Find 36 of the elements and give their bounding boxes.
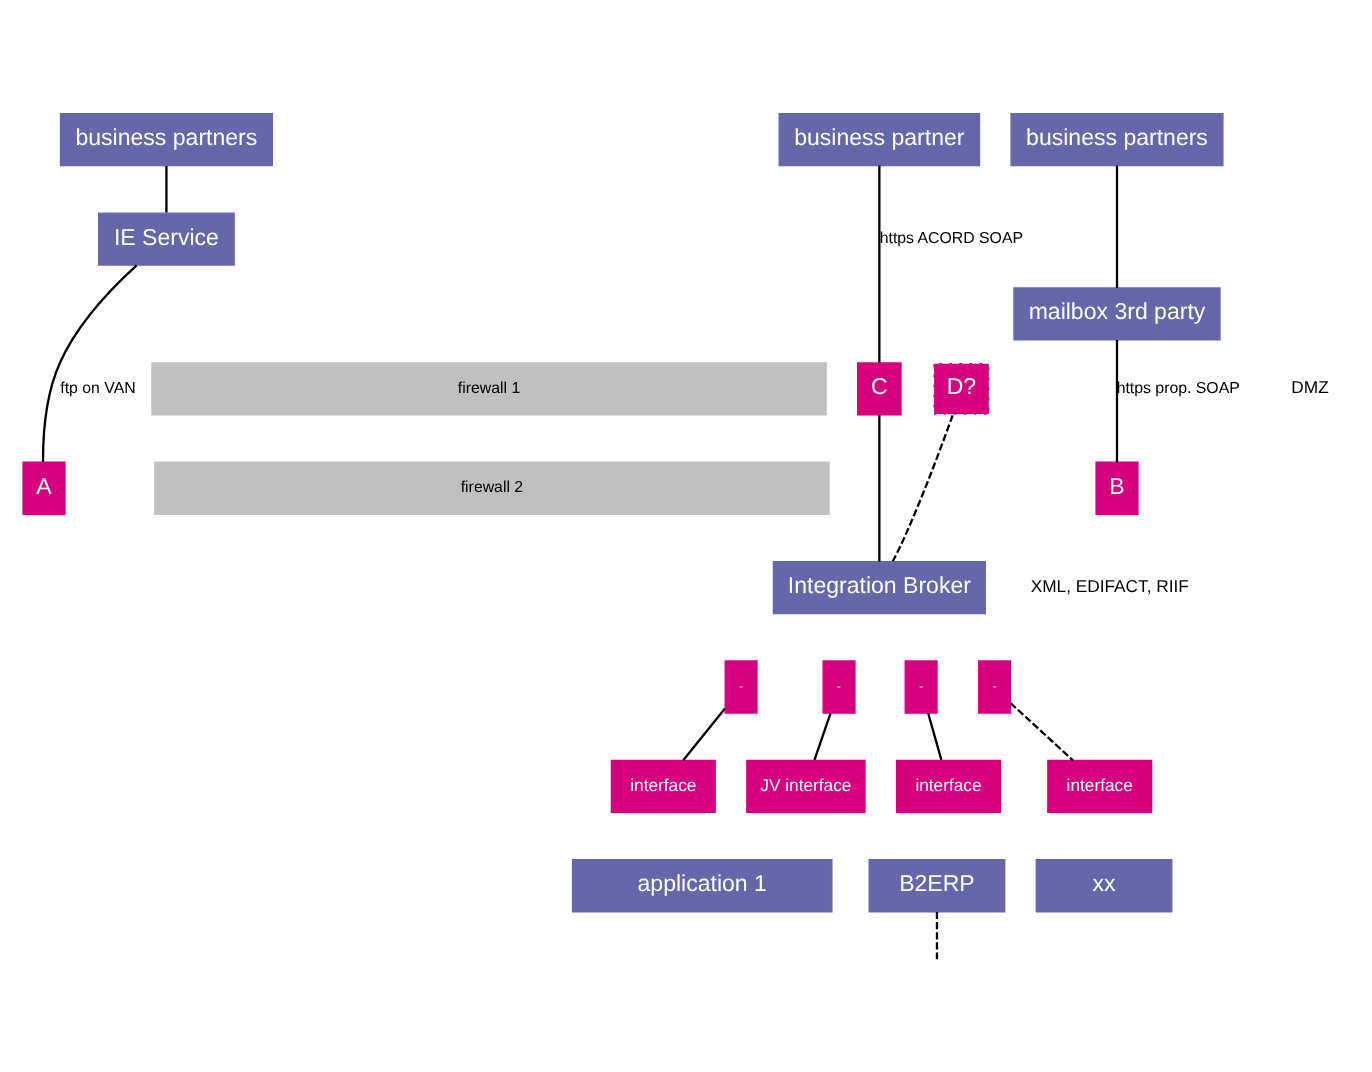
node-box: application 1 (571, 858, 833, 912)
node-box: xx (1035, 858, 1173, 912)
connector (41, 263, 138, 461)
connector (891, 413, 954, 561)
node-box: business partners (1010, 112, 1224, 166)
connector (878, 164, 881, 362)
node-box: B (1095, 460, 1139, 514)
node-box: C (857, 361, 902, 415)
connector (1115, 338, 1119, 462)
node-box: B2ERP (868, 858, 1006, 912)
node-box: firewall 1 (151, 361, 827, 415)
node-box: Integration Broker (772, 559, 986, 614)
connector (927, 711, 943, 760)
connector (1009, 701, 1074, 761)
connector (878, 414, 881, 561)
node-box: interface (1047, 758, 1153, 812)
connector (1115, 164, 1119, 287)
node-box: A (22, 460, 66, 514)
edge-label: https prop. SOAP (1116, 377, 1240, 396)
node-box: business partners (59, 112, 273, 166)
label: XML, EDIFACT, RIIF (1030, 575, 1189, 596)
node-box: business partner (778, 112, 981, 166)
edge-label: https ACORD SOAP (879, 228, 1023, 247)
node-box: firewall 2 (154, 460, 830, 514)
node-box: mailbox 3rd party (1013, 286, 1221, 340)
node-box: interface (610, 758, 716, 812)
connector (165, 164, 168, 212)
node-box: D? (932, 361, 991, 415)
node-box: IE Service (98, 211, 235, 265)
label: DMZ (1291, 376, 1329, 397)
connector (813, 711, 832, 760)
connector (682, 706, 726, 760)
node-box: interface (895, 758, 1002, 812)
connector (935, 911, 939, 959)
node-box: JV interface (746, 758, 866, 812)
edge-label: ftp on VAN (60, 377, 136, 396)
